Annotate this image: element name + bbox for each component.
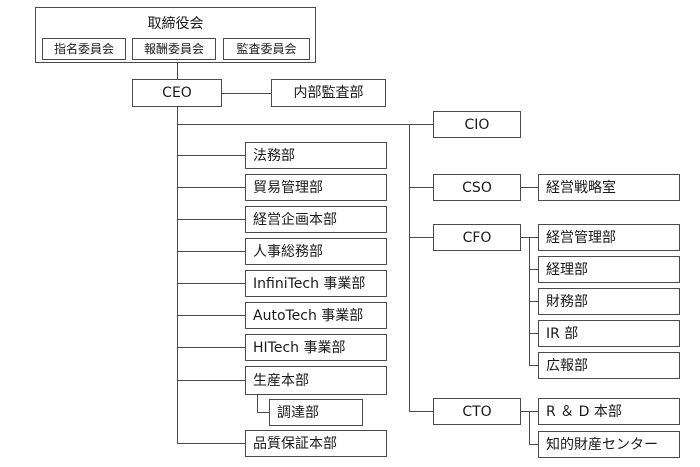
dept-trade-control: 貿易管理部 — [245, 174, 387, 201]
cfo-unit-accounting: 経理部 — [538, 256, 680, 283]
dept-label: 調達部 — [277, 404, 319, 421]
connector-cto — [409, 411, 433, 412]
connector-ceo-dept — [177, 380, 245, 381]
unit-label: 広報部 — [546, 357, 588, 374]
board-of-directors: 取締役会 指名委員会 報酬委員会 監査委員会 — [35, 7, 316, 63]
connector-cfo-unit — [529, 365, 538, 366]
dept-procurement: 調達部 — [269, 399, 363, 426]
connector-cso-unit — [520, 187, 538, 188]
connector-ceo-dept — [177, 283, 245, 284]
unit-label: IR 部 — [546, 325, 579, 342]
connector-board-ceo — [177, 62, 178, 79]
connector-ceo-dept — [177, 155, 245, 156]
ceo-label: CEO — [162, 85, 192, 101]
audit-committee-label: 監査委員会 — [236, 42, 297, 56]
dept-production: 生産本部 — [245, 366, 387, 395]
cfo-unit-pr: 広報部 — [538, 352, 680, 379]
unit-label: 経営戦略室 — [546, 179, 616, 196]
cso-label: CSO — [462, 179, 492, 196]
internal-audit-box: 内部監査部 — [271, 79, 386, 107]
cfo-unit-management: 経営管理部 — [538, 224, 680, 251]
connector-ceo-internal-audit — [221, 93, 271, 94]
connector-production-sub-h — [257, 412, 269, 413]
dept-label: 人事総務部 — [253, 243, 323, 260]
connector-cfo-unit — [529, 301, 538, 302]
cio-box: CIO — [433, 111, 521, 138]
connector-cfo-unit — [529, 333, 538, 334]
dept-hitech: HITech 事業部 — [245, 334, 387, 361]
connector-officer-spine — [409, 124, 410, 411]
cio-label: CIO — [464, 116, 490, 133]
connector-ceo-dept — [177, 347, 245, 348]
cfo-box: CFO — [433, 224, 521, 251]
connector-cfo — [409, 237, 433, 238]
connector-ceo-dept — [177, 219, 245, 220]
ceo-box: CEO — [132, 79, 222, 107]
corporate-strategy-office: 経営戦略室 — [538, 174, 680, 201]
connector-ceo-dept — [177, 315, 245, 316]
connector-ceo-dept — [177, 251, 245, 252]
cto-unit-ip-center: 知的財産センター — [538, 431, 680, 458]
dept-corporate-planning: 経営企画本部 — [245, 206, 387, 233]
connector-ceo-spine — [177, 107, 178, 443]
unit-label: 知的財産センター — [546, 436, 658, 453]
cto-unit-rd: R ＆ D 本部 — [538, 398, 680, 425]
dept-label: 生産本部 — [253, 372, 309, 389]
dept-infinitech: InfiniTech 事業部 — [245, 270, 387, 297]
cfo-unit-finance: 財務部 — [538, 288, 680, 315]
dept-label: 貿易管理部 — [253, 179, 323, 196]
connector-cio — [409, 124, 433, 125]
connector-cfo-unit — [529, 269, 538, 270]
compensation-committee-label: 報酬委員会 — [143, 42, 204, 56]
connector-ceo-officers — [177, 124, 410, 125]
cso-box: CSO — [433, 174, 521, 201]
cfo-label: CFO — [462, 229, 492, 246]
dept-label: InfiniTech 事業部 — [253, 275, 366, 292]
unit-label: R ＆ D 本部 — [546, 403, 622, 420]
cfo-unit-ir: IR 部 — [538, 320, 680, 347]
connector-cso — [409, 187, 433, 188]
dept-autotech: AutoTech 事業部 — [245, 302, 387, 329]
unit-label: 財務部 — [546, 293, 588, 310]
cto-label: CTO — [462, 403, 492, 420]
internal-audit-label: 内部監査部 — [293, 85, 364, 101]
cto-box: CTO — [433, 398, 521, 425]
connector-ceo-dept — [177, 187, 245, 188]
dept-legal: 法務部 — [245, 142, 387, 169]
dept-label: AutoTech 事業部 — [253, 307, 364, 324]
dept-label: HITech 事業部 — [253, 339, 346, 356]
dept-label: 法務部 — [253, 147, 295, 164]
connector-production-sub — [257, 395, 258, 413]
connector-cto-unit — [529, 444, 538, 445]
connector-ceo-dept — [177, 443, 245, 444]
connector-cto-spine — [529, 411, 530, 444]
dept-quality-assurance: 品質保証本部 — [245, 430, 387, 457]
board-title: 取締役会 — [147, 16, 204, 32]
compensation-committee-box: 報酬委員会 — [132, 38, 216, 60]
unit-label: 経理部 — [546, 261, 588, 278]
dept-label: 品質保証本部 — [253, 435, 337, 452]
dept-hr-general-affairs: 人事総務部 — [245, 238, 387, 265]
unit-label: 経営管理部 — [546, 229, 616, 246]
nomination-committee-label: 指名委員会 — [53, 42, 114, 56]
nomination-committee-box: 指名委員会 — [42, 38, 126, 60]
dept-label: 経営企画本部 — [253, 211, 337, 228]
audit-committee-box: 監査委員会 — [223, 38, 310, 60]
